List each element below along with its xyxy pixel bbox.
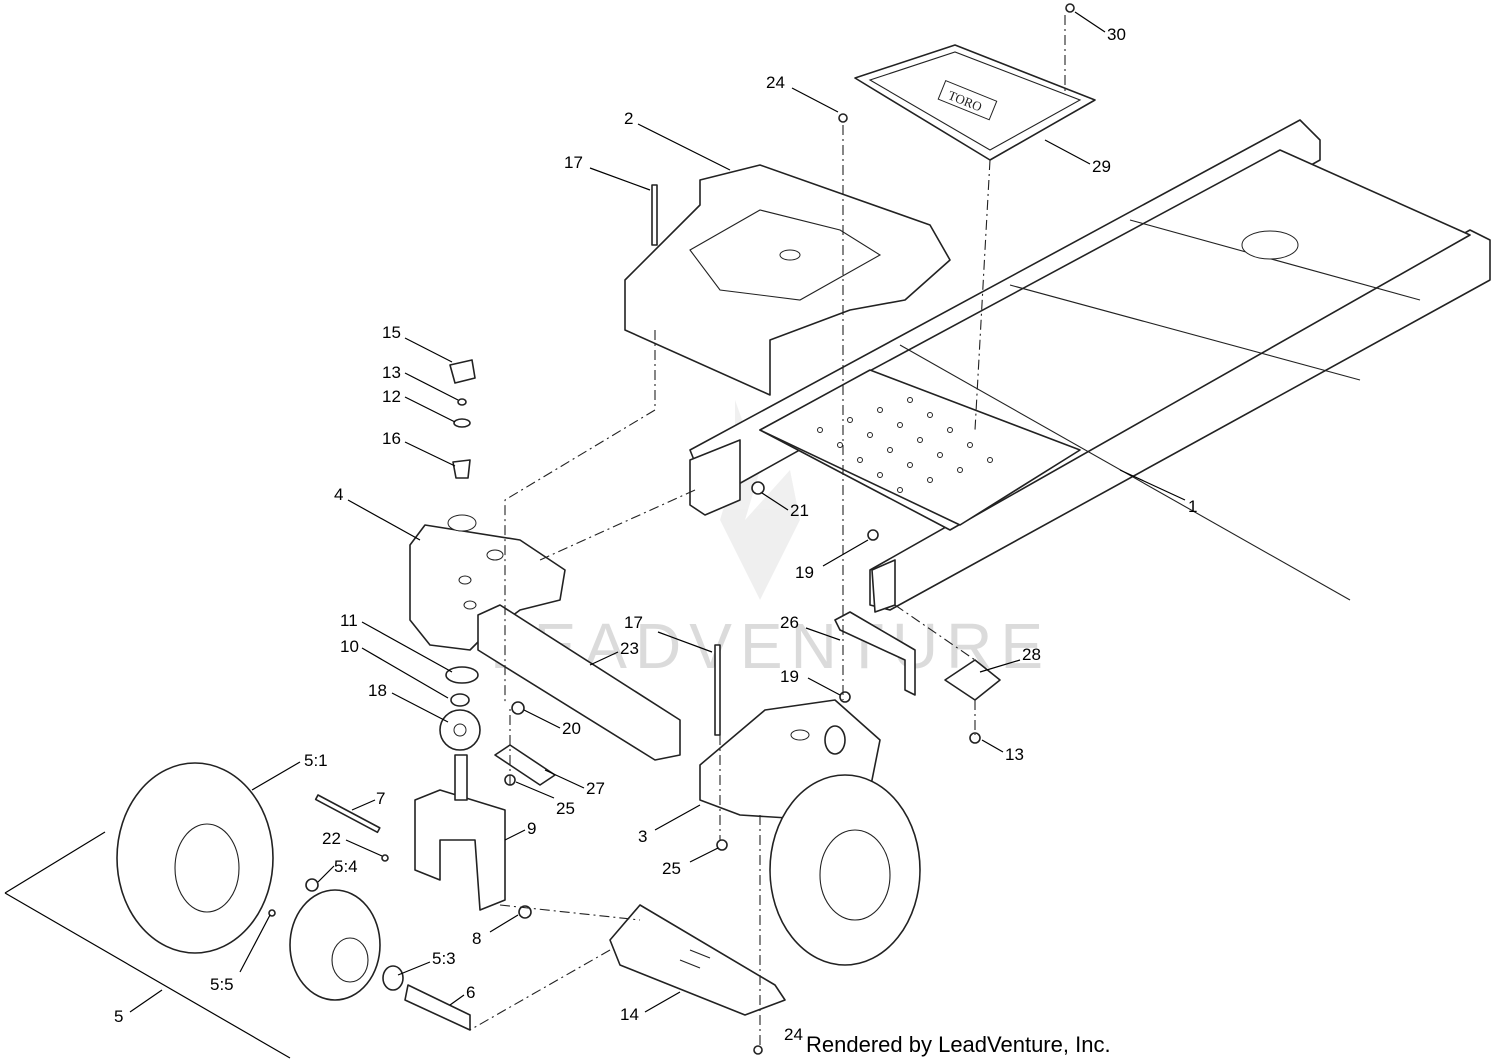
callout-30: 30 bbox=[1107, 25, 1126, 44]
bolt-20 bbox=[511, 701, 525, 715]
mounting-plate bbox=[609, 904, 786, 1016]
callout-12: 12 bbox=[382, 387, 401, 406]
callout-6: 6 bbox=[466, 983, 475, 1002]
bracket-26 bbox=[834, 611, 916, 696]
floor-mat: TORO bbox=[854, 44, 1096, 161]
callout-5: 5 bbox=[114, 1007, 123, 1026]
callout-13-upper: 13 bbox=[382, 363, 401, 382]
callout-2: 2 bbox=[624, 109, 633, 128]
deck-holes bbox=[817, 397, 993, 493]
left-tire bbox=[116, 762, 274, 954]
callout-24-upper: 24 bbox=[766, 73, 785, 92]
axle bbox=[404, 984, 471, 1031]
callout-25-right: 25 bbox=[662, 859, 681, 878]
callout-8: 8 bbox=[472, 929, 481, 948]
callout-16: 16 bbox=[382, 429, 401, 448]
clip-5-5 bbox=[268, 909, 276, 917]
bolt-24-lower bbox=[753, 1045, 763, 1055]
callout-18: 18 bbox=[368, 681, 387, 700]
caster-fork bbox=[414, 754, 506, 911]
cross-tube bbox=[477, 604, 681, 761]
callout-9: 9 bbox=[527, 819, 536, 838]
bolt-17-lower bbox=[714, 644, 721, 736]
bolt-7 bbox=[314, 794, 381, 834]
callout-5-3: 5:3 bbox=[432, 949, 456, 968]
group-bracket-bottom bbox=[4, 892, 291, 1059]
footer: 24 Rendered by LeadVenture, Inc. bbox=[784, 1025, 1111, 1057]
callout-21: 21 bbox=[790, 501, 809, 520]
screw-13-right bbox=[969, 732, 981, 744]
callout-13-lower: 13 bbox=[1005, 745, 1024, 764]
callout-29: 29 bbox=[1092, 157, 1111, 176]
dust-cap bbox=[449, 359, 476, 384]
bolt-19-upper bbox=[867, 529, 879, 541]
callout-17-lower: 17 bbox=[624, 613, 643, 632]
callout-25-left: 25 bbox=[556, 799, 575, 818]
cap-washer bbox=[453, 418, 471, 428]
plate-27 bbox=[494, 744, 556, 786]
bolt-17-upper bbox=[651, 184, 658, 246]
right-caster-wheel bbox=[769, 774, 921, 966]
callout-19-lower: 19 bbox=[780, 667, 799, 686]
callout-17-upper: 17 bbox=[564, 153, 583, 172]
callout-4: 4 bbox=[334, 485, 343, 504]
callout-20: 20 bbox=[562, 719, 581, 738]
callout-11: 11 bbox=[340, 611, 358, 630]
bearing-washer bbox=[450, 693, 470, 707]
bushing bbox=[452, 459, 471, 479]
callout-5-4: 5:4 bbox=[334, 857, 358, 876]
sprocket bbox=[439, 709, 481, 751]
callout-3: 3 bbox=[638, 827, 647, 846]
axle-bearing bbox=[382, 965, 404, 991]
nut-8 bbox=[518, 905, 532, 919]
callout-19-upper: 19 bbox=[795, 563, 814, 582]
callout-15: 15 bbox=[382, 323, 401, 342]
alignment-lines bbox=[469, 15, 1066, 1045]
nut-21 bbox=[751, 481, 765, 495]
cap-bolt bbox=[457, 398, 467, 406]
callout-23: 23 bbox=[620, 639, 639, 658]
callout-5-1: 5:1 bbox=[304, 751, 328, 770]
screw-30 bbox=[1065, 3, 1075, 13]
bearing bbox=[445, 666, 479, 684]
grease-fitting-22 bbox=[381, 854, 389, 862]
callout-14: 14 bbox=[620, 1005, 639, 1024]
group-bracket-left bbox=[4, 831, 106, 894]
left-caster-housing bbox=[409, 514, 566, 651]
callout-28: 28 bbox=[1022, 645, 1041, 664]
callout-27: 27 bbox=[586, 779, 605, 798]
callouts: 1 2 3 4 5 5:1 5:3 5:4 5:5 6 7 8 9 10 11 … bbox=[114, 11, 1197, 1026]
callout-1: 1 bbox=[1188, 497, 1197, 516]
left-rim bbox=[289, 889, 381, 1001]
callout-5-5: 5:5 bbox=[210, 975, 234, 994]
footer-credit: Rendered by LeadVenture, Inc. bbox=[806, 1032, 1111, 1057]
callout-26: 26 bbox=[780, 613, 799, 632]
upper-cover bbox=[624, 164, 951, 396]
valve-5-4 bbox=[305, 878, 319, 892]
bolt-24-upper bbox=[838, 113, 848, 123]
callout-22: 22 bbox=[322, 829, 341, 848]
nut-19-lower bbox=[839, 691, 851, 703]
callout-24-lower: 24 bbox=[784, 1025, 803, 1044]
callout-7: 7 bbox=[376, 789, 385, 808]
nut-25-right bbox=[716, 839, 728, 851]
callout-10: 10 bbox=[340, 637, 359, 656]
